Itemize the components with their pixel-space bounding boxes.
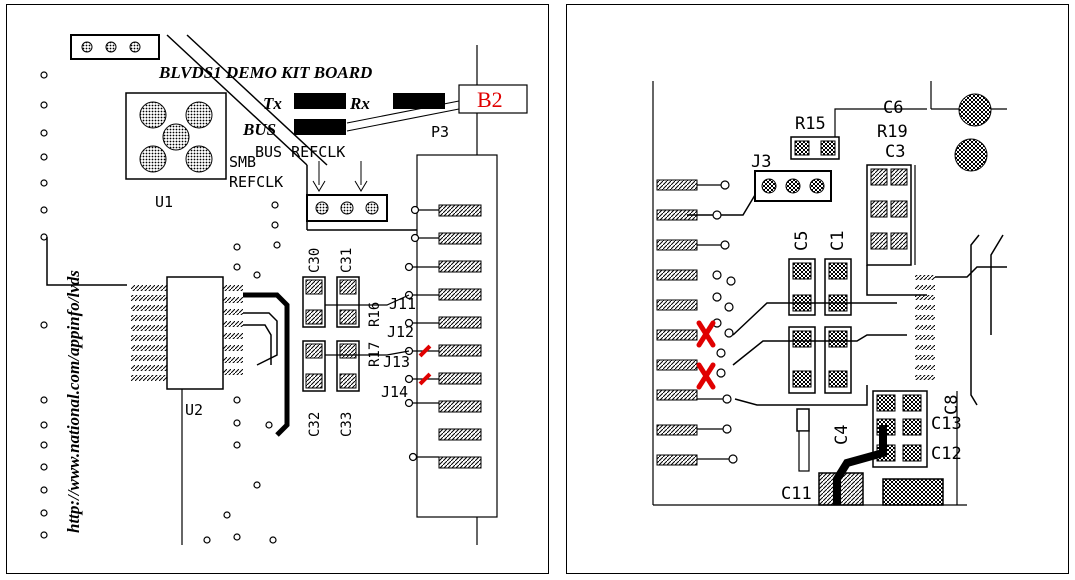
c5-label: C5 [792, 231, 812, 251]
u1-label: U1 [155, 193, 173, 211]
right-board-panel: R15 C6 R19 C3 J3 [566, 4, 1069, 574]
j14-label: J14 [381, 383, 408, 401]
j11-label: J11 [389, 295, 416, 313]
u2-right-pins [223, 285, 243, 375]
right-connector-pins [656, 179, 698, 466]
board-url: http://www.national.com/appinfo/lvds [64, 270, 83, 533]
j12-label: J12 [387, 323, 414, 341]
tx-label: Tx [263, 94, 282, 113]
c6-label: C6 [883, 98, 903, 118]
b2-callout-box [458, 84, 528, 114]
j13-red-mark [418, 344, 432, 358]
b2-callout-label: B2 [477, 87, 503, 112]
left-via-column [40, 71, 48, 539]
c13-label: C13 [931, 414, 962, 434]
c32-label: C32 [307, 412, 323, 437]
u2-component [166, 276, 224, 390]
bus-refclk-label: BUS REFCLK [255, 143, 345, 161]
c8-label: C8 [942, 395, 962, 415]
bus-label: BUS [242, 120, 276, 139]
p3-label: P3 [431, 123, 449, 141]
r17-label: R17 [367, 342, 383, 367]
j14-red-mark [418, 372, 432, 386]
left-board-drawing: http://www.national.com/appinfo/lvds BLV… [40, 34, 528, 545]
rx-pad [393, 93, 445, 109]
ic-pins [915, 275, 935, 380]
r15-label: R15 [795, 114, 826, 134]
c31-label: C31 [339, 248, 355, 273]
bus-pad [294, 119, 346, 135]
rx-label: Rx [349, 94, 370, 113]
r19-label: R19 [877, 122, 908, 142]
c11-part [818, 472, 864, 506]
c4-label: C4 [832, 425, 852, 445]
tx-pad [294, 93, 346, 109]
c11-label: C11 [781, 484, 812, 504]
c33-label: C33 [339, 412, 355, 437]
c1-label: C1 [828, 231, 848, 251]
left-board-panel: http://www.national.com/appinfo/lvds BLV… [6, 4, 549, 574]
c30-label: C30 [307, 248, 323, 273]
right-board-drawing: R15 C6 R19 C3 J3 [652, 81, 1007, 506]
j13-label: J13 [383, 353, 410, 371]
refclk-label: REFCLK [229, 173, 283, 191]
j3-label: J3 [751, 152, 771, 172]
board-title: BLVDS1 DEMO KIT BOARD [158, 63, 372, 82]
smb-label: SMB [229, 153, 256, 171]
u2-label: U2 [185, 401, 203, 419]
c12-label: C12 [931, 444, 962, 464]
u2-left-pins [131, 285, 167, 381]
r16-label: R16 [367, 302, 383, 327]
red-x-marks [696, 320, 716, 390]
c3-label: C3 [885, 142, 905, 162]
